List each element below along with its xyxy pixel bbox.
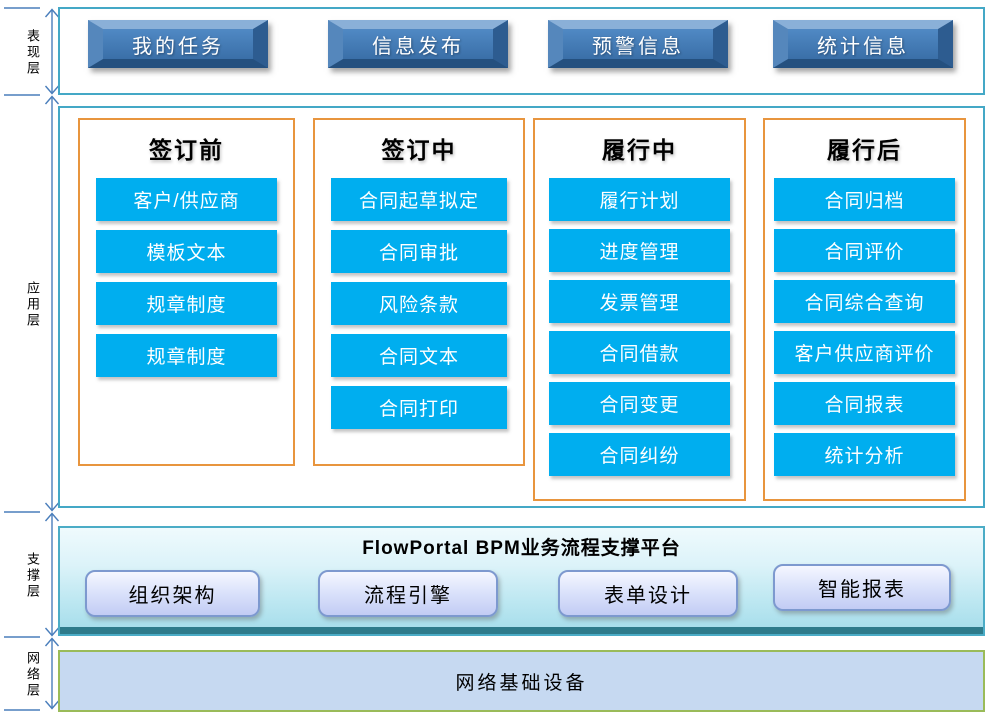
column-pre-signing: 签订前 客户/供应商 模板文本 规章制度 规章制度	[78, 118, 295, 466]
presentation-layer-panel: 我的任务 信息发布 预警信息 统计信息	[58, 7, 985, 95]
module-item: 合同审批	[331, 230, 507, 273]
layer-dimension-lines	[4, 7, 60, 711]
module-item: 合同起草拟定	[331, 178, 507, 221]
module-item: 合同评价	[774, 229, 955, 272]
org-structure-button[interactable]: 组织架构	[85, 570, 260, 617]
module-item: 合同打印	[331, 386, 507, 429]
module-item: 发票管理	[549, 280, 730, 323]
network-layer-panel: 网络基础设备	[58, 650, 985, 712]
workflow-engine-button[interactable]: 流程引擎	[318, 570, 498, 617]
statistics-info-button[interactable]: 统计信息	[773, 20, 953, 68]
module-list: 客户/供应商 模板文本 规章制度 规章制度	[96, 178, 277, 377]
module-item: 统计分析	[774, 433, 955, 476]
alert-info-button[interactable]: 预警信息	[548, 20, 728, 68]
module-list: 合同起草拟定 合同审批 风险条款 合同文本 合同打印	[331, 178, 507, 429]
module-item: 合同借款	[549, 331, 730, 374]
layer-label-application: 应用层	[25, 281, 40, 329]
layer-label-support: 支撑层	[25, 552, 40, 600]
module-item: 合同文本	[331, 334, 507, 377]
module-item: 风险条款	[331, 282, 507, 325]
module-item: 履行计划	[549, 178, 730, 221]
layer-label-network: 网络层	[25, 651, 40, 699]
layer-label-presentation: 表现层	[25, 29, 40, 77]
module-item: 合同归档	[774, 178, 955, 221]
module-item: 规章制度	[96, 282, 277, 325]
info-publish-button[interactable]: 信息发布	[328, 20, 508, 68]
module-item: 合同综合查询	[774, 280, 955, 323]
form-design-button[interactable]: 表单设计	[558, 570, 738, 617]
column-post-performance: 履行后 合同归档 合同评价 合同综合查询 客户供应商评价 合同报表 统计分析	[763, 118, 966, 501]
module-item: 合同纠纷	[549, 433, 730, 476]
module-item: 合同变更	[549, 382, 730, 425]
support-layer-panel: FlowPortal BPM业务流程支撑平台 组织架构 流程引擎 表单设计 智能…	[58, 526, 985, 636]
column-performing: 履行中 履行计划 进度管理 发票管理 合同借款 合同变更 合同纠纷	[533, 118, 746, 501]
column-title: 履行后	[827, 137, 902, 163]
column-signing: 签订中 合同起草拟定 合同审批 风险条款 合同文本 合同打印	[313, 118, 525, 466]
column-title: 履行中	[602, 137, 677, 163]
support-panel-base-strip	[60, 627, 983, 634]
column-title: 签订前	[149, 137, 224, 163]
smart-report-button[interactable]: 智能报表	[773, 564, 951, 611]
module-item: 客户/供应商	[96, 178, 277, 221]
column-title: 签订中	[381, 137, 457, 163]
module-item: 模板文本	[96, 230, 277, 273]
module-list: 履行计划 进度管理 发票管理 合同借款 合同变更 合同纠纷	[549, 178, 730, 476]
application-layer-panel: 签订前 客户/供应商 模板文本 规章制度 规章制度 签订中 合同起草拟定 合同审…	[58, 106, 985, 508]
module-item: 客户供应商评价	[774, 331, 955, 374]
module-list: 合同归档 合同评价 合同综合查询 客户供应商评价 合同报表 统计分析	[774, 178, 955, 476]
support-platform-title: FlowPortal BPM业务流程支撑平台	[362, 538, 681, 559]
module-item: 规章制度	[96, 334, 277, 377]
my-tasks-button[interactable]: 我的任务	[88, 20, 268, 68]
network-infrastructure-label: 网络基础设备	[455, 672, 588, 694]
module-item: 合同报表	[774, 382, 955, 425]
module-item: 进度管理	[549, 229, 730, 272]
